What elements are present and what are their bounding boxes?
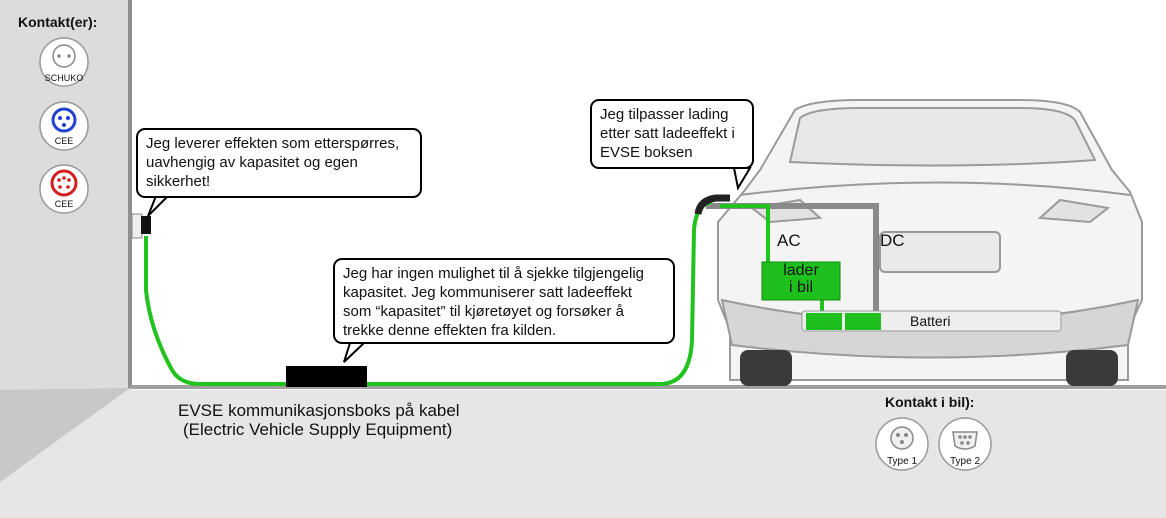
cee-red-socket-icon — [39, 164, 89, 214]
dc-label: DC — [880, 231, 905, 250]
ac-wire — [720, 204, 770, 262]
wall-plug — [141, 216, 151, 234]
floor — [0, 390, 1166, 518]
cee-blue-socket-icon — [39, 101, 89, 151]
sockets-title: Kontakt(er): — [18, 14, 98, 30]
car-speech-bubble: Jeg tilpasser lading etter satt ladeeffe… — [590, 99, 754, 169]
floor-diagonal — [0, 388, 130, 482]
connector-label-type2: Type 2 — [949, 456, 981, 467]
socket-label-cee-blue: CEE — [54, 136, 74, 146]
type2-connector-icon — [938, 417, 992, 471]
battery-label: Batteri — [910, 313, 951, 329]
evse-speech-bubble: Jeg har ingen mulighet til å sjekke tilg… — [333, 258, 675, 344]
car-connectors-title: Kontakt i bil): — [885, 394, 975, 410]
onboard-charger — [761, 261, 841, 301]
evse-box — [286, 366, 367, 387]
evse-bubble-tail — [343, 342, 367, 363]
socket-label-schuko: SCHUKO — [44, 73, 84, 83]
wall-speech-bubble: Jeg leverer effekten som etterspørres, u… — [136, 128, 422, 198]
battery-cell-1 — [806, 313, 842, 330]
charging-cable — [144, 200, 713, 386]
wall-bubble-tail — [147, 195, 171, 217]
battery-cell-2 — [845, 313, 881, 330]
evse-caption-line2: (Electric Vehicle Supply Equipment) — [183, 420, 453, 439]
connector-label-type1: Type 1 — [886, 456, 918, 467]
ac-label: AC — [777, 231, 801, 250]
charger-label: lader i bil — [783, 262, 819, 296]
evse-caption-line1: EVSE kommunikasjonsboks på kabel — [178, 401, 460, 420]
car-plug — [694, 194, 730, 215]
socket-label-cee-red: CEE — [54, 199, 74, 209]
schuko-socket-icon — [39, 37, 89, 87]
type1-connector-icon — [875, 417, 929, 471]
wall-socket — [131, 213, 143, 239]
